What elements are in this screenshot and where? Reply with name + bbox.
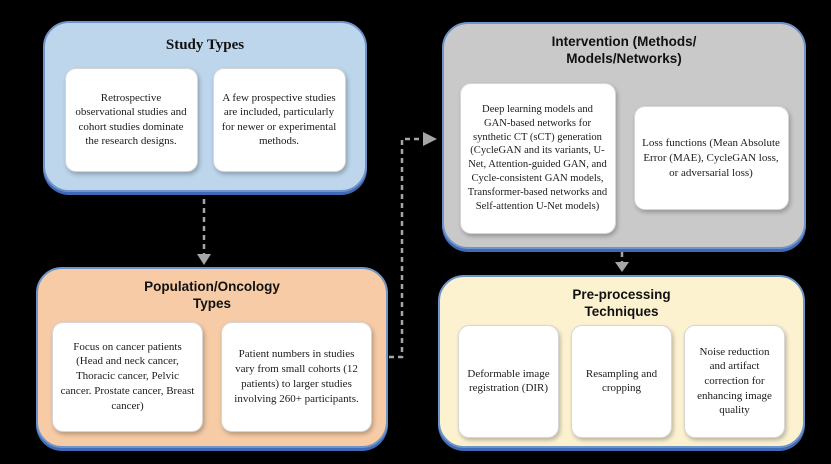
study-types-title-line: Study Types <box>165 37 245 53</box>
intervention-cards: Deep learning models and GAN-based netwo… <box>444 82 804 234</box>
card-prospective-studies-text: A few prospective studies are included, … <box>221 91 337 148</box>
card-loss-functions: Loss functions (Mean Absolute Error (MAE… <box>633 106 789 211</box>
intervention-title-line-2: Models/Networks) <box>566 50 682 66</box>
population-title-line-2: Types <box>192 295 231 311</box>
card-loss-functions-text: Loss functions (Mean Absolute Error (MAE… <box>642 136 780 179</box>
arrow-intervention-to-preprocessing-arrowhead <box>615 262 629 272</box>
population-oncology-box: Population/Oncology Types Focus on cance… <box>36 267 388 448</box>
arrow-study-to-population-arrowhead <box>197 254 211 265</box>
intervention-title: Intervention (Methods/ Models/Networks) <box>444 24 804 68</box>
card-cancer-focus: Focus on cancer patients (Head and neck … <box>52 321 203 432</box>
arrow-population-to-intervention-arrowhead <box>423 132 437 146</box>
card-resampling-cropping-text: Resampling and cropping <box>585 367 658 395</box>
card-retrospective-studies-text: Retrospective observational studies and … <box>75 91 187 148</box>
study-types-box: Study Types Retrospective observational … <box>43 21 367 192</box>
card-resampling-cropping: Resampling and cropping <box>571 324 672 438</box>
arrow-study-to-population <box>197 199 211 265</box>
preprocessing-title-line-2: Techniques <box>584 303 659 319</box>
card-deep-learning-models: Deep learning models and GAN-based netwo… <box>459 82 616 234</box>
card-cancer-focus-text: Focus on cancer patients (Head and neck … <box>60 340 195 413</box>
card-deformable-registration: Deformable image registration (DIR) <box>458 324 559 438</box>
arrow-population-to-intervention <box>389 132 437 359</box>
card-deep-learning-models-text: Deep learning models and GAN-based netwo… <box>467 104 608 212</box>
population-cards: Focus on cancer patients (Head and neck … <box>38 321 386 432</box>
preprocessing-box: Pre-processing Techniques Deformable ima… <box>438 275 805 448</box>
arrow-population-to-intervention-line <box>389 137 424 359</box>
intervention-title-line-1: Intervention (Methods/ <box>551 34 697 49</box>
card-noise-reduction: Noise reduction and artifact correction … <box>684 324 785 438</box>
arrow-intervention-to-preprocessing <box>615 252 629 272</box>
intervention-box: Intervention (Methods/ Models/Networks) … <box>442 22 806 249</box>
study-types-cards: Retrospective observational studies and … <box>45 67 365 172</box>
preprocessing-cards: Deformable image registration (DIR) Resa… <box>440 324 803 438</box>
study-types-title: Study Types <box>45 23 365 55</box>
population-title: Population/Oncology Types <box>38 269 386 313</box>
card-prospective-studies: A few prospective studies are included, … <box>212 67 346 172</box>
card-patient-numbers-text: Patient numbers in studies vary from sma… <box>234 348 359 405</box>
card-noise-reduction-text: Noise reduction and artifact correction … <box>697 345 772 417</box>
preprocessing-title: Pre-processing Techniques <box>440 277 803 321</box>
card-retrospective-studies: Retrospective observational studies and … <box>64 67 198 172</box>
preprocessing-title-line-1: Pre-processing <box>572 287 671 302</box>
card-patient-numbers: Patient numbers in studies vary from sma… <box>221 321 372 432</box>
card-deformable-registration-text: Deformable image registration (DIR) <box>467 367 550 395</box>
population-title-line-1: Population/Oncology <box>144 279 280 294</box>
